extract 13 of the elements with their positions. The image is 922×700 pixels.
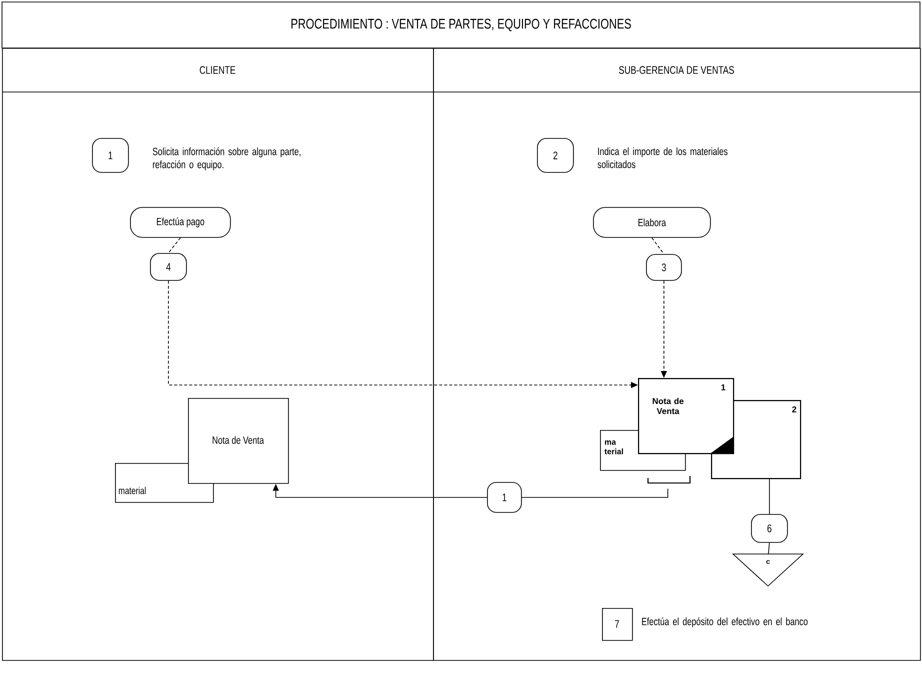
- step-number: 2: [537, 138, 574, 173]
- step-number: 4: [150, 253, 187, 281]
- process-terminal: Elabora: [593, 207, 711, 238]
- process-terminal: Efectúa pago: [130, 207, 231, 238]
- step-description: Indica el importe de los materiales solicitados: [598, 147, 728, 168]
- step-description: Solicita información sobre alguna parte, refacción o equipo.: [152, 147, 300, 170]
- step-number: 1: [487, 482, 522, 513]
- step-description: Efectúa el depósito del efectivo en el banco: [642, 617, 808, 628]
- document-box: 7: [602, 608, 633, 641]
- step-number: 6: [751, 514, 788, 543]
- step-number: 3: [646, 254, 682, 281]
- title-band: PROCEDIMIENTO : VENTA DE PARTES, EQUIPO Y REFACCIONES: [2, 2, 920, 48]
- step-number: 1: [92, 138, 129, 173]
